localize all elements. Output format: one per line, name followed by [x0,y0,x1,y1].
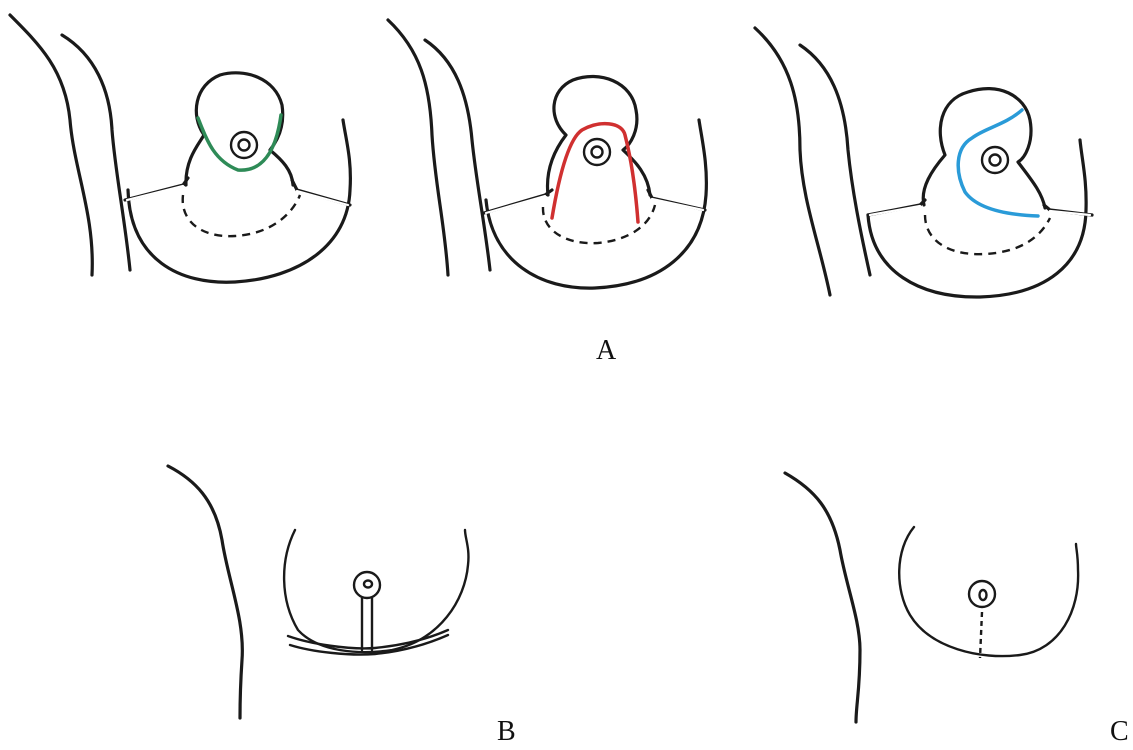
chest-outline-inner [800,45,870,275]
panel-a3 [755,28,1092,297]
chest-outline [168,466,242,718]
nipple-outer [982,147,1008,173]
label-b: B [497,718,516,746]
nipple-outer [354,572,380,598]
nipple-inner [990,155,1001,166]
label-c: C [1110,718,1129,746]
breast-contour [868,140,1086,297]
inframammary-scar-upper [288,630,448,648]
inframammary-fold-gap [486,196,703,213]
nipple-inner [592,147,603,158]
keyhole-outline [923,89,1045,208]
vertical-scar-dashed [980,612,982,658]
inframammary-fold-gap [127,186,348,205]
nipple-inner [364,581,372,588]
nipple-outer [584,139,610,165]
nipple-outer [231,132,257,158]
panel-b [168,466,468,718]
panel-a2 [388,20,706,288]
nipple-inner [239,140,250,151]
chest-outline-outer [755,28,830,295]
nipple-inner [980,590,987,600]
nipple-outer [969,581,995,607]
panel-c [785,473,1078,722]
dashed-lower-pole [925,215,1050,254]
panel-a1 [10,15,350,282]
dashed-lower-pole [183,195,300,236]
chest-outline [785,473,860,722]
inframammary-fold [484,190,705,213]
breast-contour [899,527,1078,656]
chest-outline-outer [388,20,448,275]
label-a: A [596,337,616,365]
chest-outline-inner [62,35,130,270]
chest-outline-outer [10,15,92,275]
